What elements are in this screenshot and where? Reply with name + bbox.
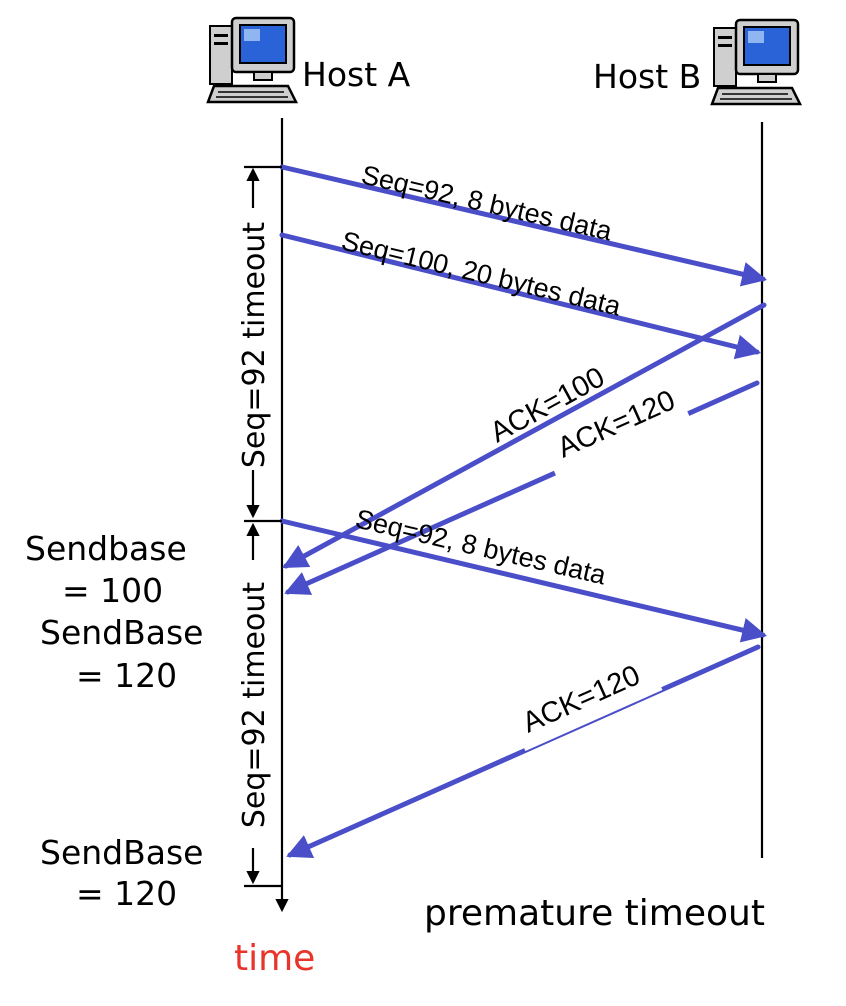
second-timeout-label: Seq=92 timeout	[237, 582, 272, 829]
host-b-computer-icon	[710, 18, 802, 106]
seg2-arrow	[279, 232, 762, 360]
sendbase-3-line1: SendBase	[40, 833, 203, 872]
sendbase-3-line2: = 120	[76, 874, 177, 913]
host-a-label: Host A	[302, 55, 411, 94]
sendbase-2-line1: SendBase	[40, 613, 203, 652]
ack1-arrow	[282, 302, 767, 569]
sendbase-2-line2: = 120	[76, 656, 177, 695]
ack3-arrow	[286, 644, 761, 858]
host-a-computer-icon	[206, 16, 298, 104]
seg1-label: Seq=92, 8 bytes data	[359, 160, 616, 247]
first-timeout-label: Seq=92 timeout	[237, 222, 272, 469]
first-timeout-bracket	[244, 165, 282, 523]
caption: premature timeout	[424, 893, 765, 934]
time-axis-label: time	[234, 938, 315, 979]
sendbase-1-line1: Sendbase	[25, 529, 187, 568]
sendbase-1-line2: = 100	[62, 571, 163, 610]
second-timeout-bracket	[244, 522, 282, 888]
seg1-arrow	[279, 164, 768, 287]
seg3-arrow	[279, 518, 768, 643]
host-b-label: Host B	[593, 57, 701, 96]
